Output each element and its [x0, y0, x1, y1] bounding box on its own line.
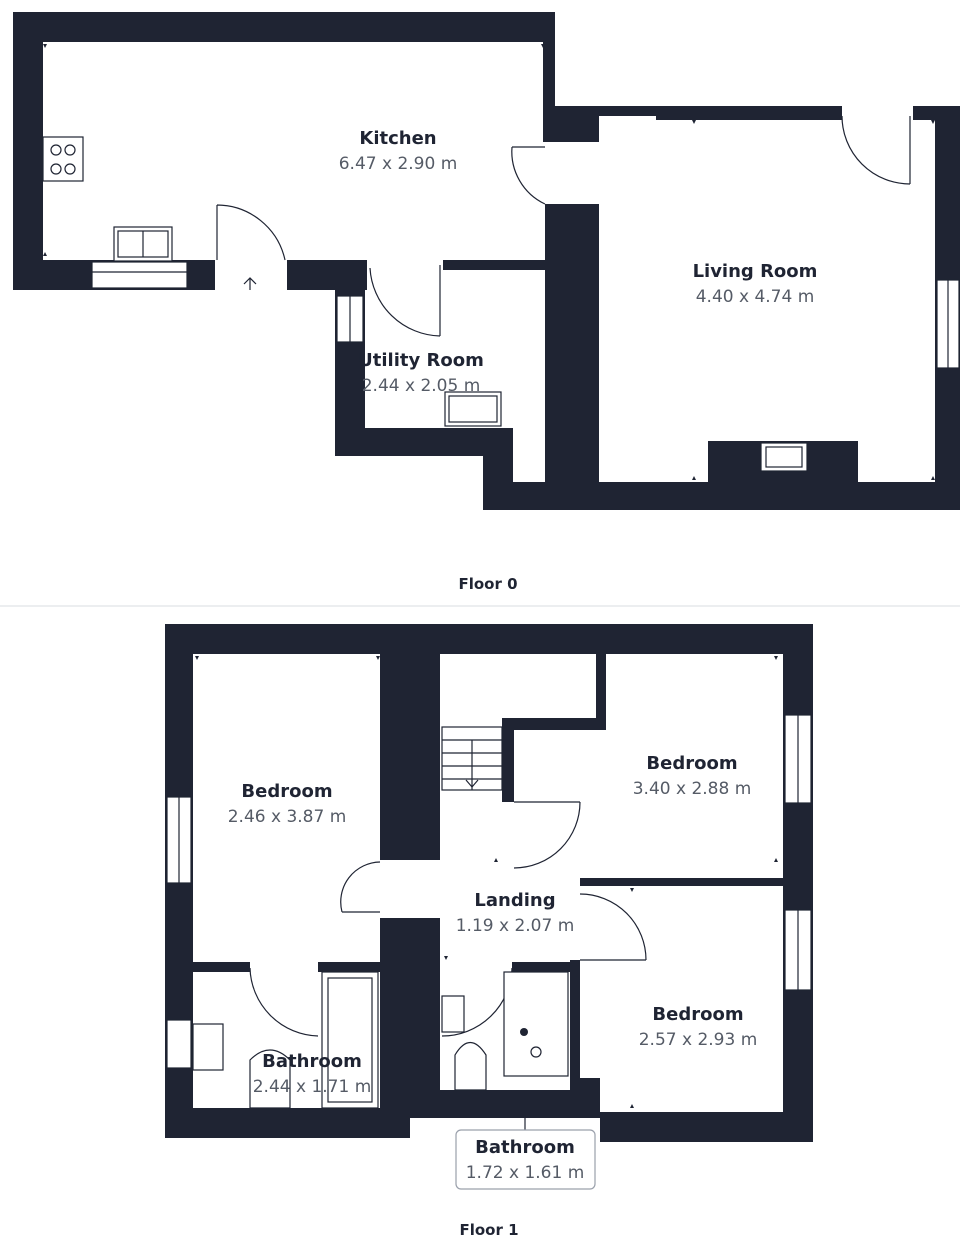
landing-name: Landing: [474, 890, 555, 911]
bathroom2-toilet: [454, 1041, 487, 1091]
kitchen-bottom-wall-right: [287, 260, 367, 290]
utility-door: [369, 265, 441, 337]
stairs-down-arrow-icon: [465, 779, 479, 788]
bathroom2-callout: [455, 1129, 596, 1190]
utility-top-wall: [443, 260, 545, 270]
fireplace: [760, 442, 808, 472]
kitchen-window: [92, 262, 187, 288]
f1-central-wall-lower: [380, 918, 440, 1118]
bathroom2-shower: [503, 971, 569, 1077]
bathroom1-toilet: [249, 1049, 291, 1109]
bedroom2-bottom-wall: [580, 878, 786, 886]
utility-room-dims: 2.44 x 2.05 m: [362, 376, 481, 396]
kitchen-living-door: [511, 146, 546, 205]
central-wall: [545, 204, 599, 510]
kitchen-corner-wall: [543, 106, 599, 142]
floor-1-label: Floor 1: [459, 1221, 518, 1239]
bedroom3-corner: [570, 1078, 600, 1118]
bedroom3-dims: 2.57 x 2.93 m: [639, 1030, 758, 1050]
living-bottom-wall: [483, 482, 953, 510]
living-room-name: Living Room: [693, 261, 818, 282]
bathroom2-basin: [441, 995, 465, 1033]
landing-dims: 1.19 x 2.07 m: [456, 916, 575, 936]
bathroom1-window: [167, 1020, 191, 1068]
f1-bottom-wall-mid: [410, 1090, 600, 1118]
utility-sink: [444, 391, 502, 427]
bedroom3-left-wall: [570, 960, 580, 1078]
kitchen-hob: [42, 136, 84, 182]
bedroom2-door: [513, 801, 581, 869]
bathroom1-name: Bathroom: [262, 1051, 362, 1072]
bathroom2-top-wall: [512, 962, 570, 972]
f1-top-wall: [165, 624, 813, 654]
kitchen-dims: 6.47 x 2.90 m: [339, 154, 458, 174]
kitchen-name: Kitchen: [359, 128, 436, 149]
f1-central-wall: [380, 640, 440, 860]
floor-0-plan: [13, 12, 960, 510]
bedroom3-door: [579, 893, 647, 961]
entrance-door: [216, 204, 286, 261]
living-room-dims: 4.40 x 4.74 m: [696, 287, 815, 307]
bathroom1-door: [249, 967, 319, 1037]
bedroom1-name: Bedroom: [241, 781, 332, 802]
staircase: [441, 726, 503, 791]
bathroom1-top-wall-right: [318, 962, 380, 972]
bedroom1-dims: 2.46 x 3.87 m: [228, 807, 347, 827]
bathroom2-dims: 1.72 x 1.61 m: [466, 1163, 585, 1183]
kitchen-top-wall: [13, 12, 555, 42]
floor-1-plan: [165, 624, 813, 1142]
bedroom1-door: [340, 861, 381, 913]
bedroom2-dims: 3.40 x 2.88 m: [633, 779, 752, 799]
bathroom1-bathtub: [321, 971, 379, 1109]
f1-bottom-wall-right: [600, 1112, 813, 1142]
bedroom2-step-wall: [502, 718, 606, 730]
entrance-arrow-icon: [243, 277, 257, 290]
living-top-wall-mid: [656, 106, 842, 120]
f1-right-wall: [783, 624, 813, 1142]
bedroom2-inner-wall: [596, 652, 606, 728]
floor-0-label: Floor 0: [458, 575, 517, 593]
utility-bottom-wall: [335, 428, 485, 456]
bathroom2-name: Bathroom: [475, 1137, 575, 1158]
bedroom2-stair-wall: [502, 718, 514, 802]
bedroom3-name: Bedroom: [652, 1004, 743, 1025]
kitchen-left-wall: [13, 12, 43, 290]
bedroom2-name: Bedroom: [646, 753, 737, 774]
living-door: [841, 115, 911, 185]
utility-room-name: Utility Room: [358, 350, 484, 371]
f1-bottom-wall-left: [165, 1108, 410, 1138]
bathroom1-dims: 2.44 x 1.71 m: [253, 1077, 372, 1097]
bathroom1-basin: [192, 1023, 224, 1071]
bathroom1-top-wall-left: [193, 962, 250, 972]
